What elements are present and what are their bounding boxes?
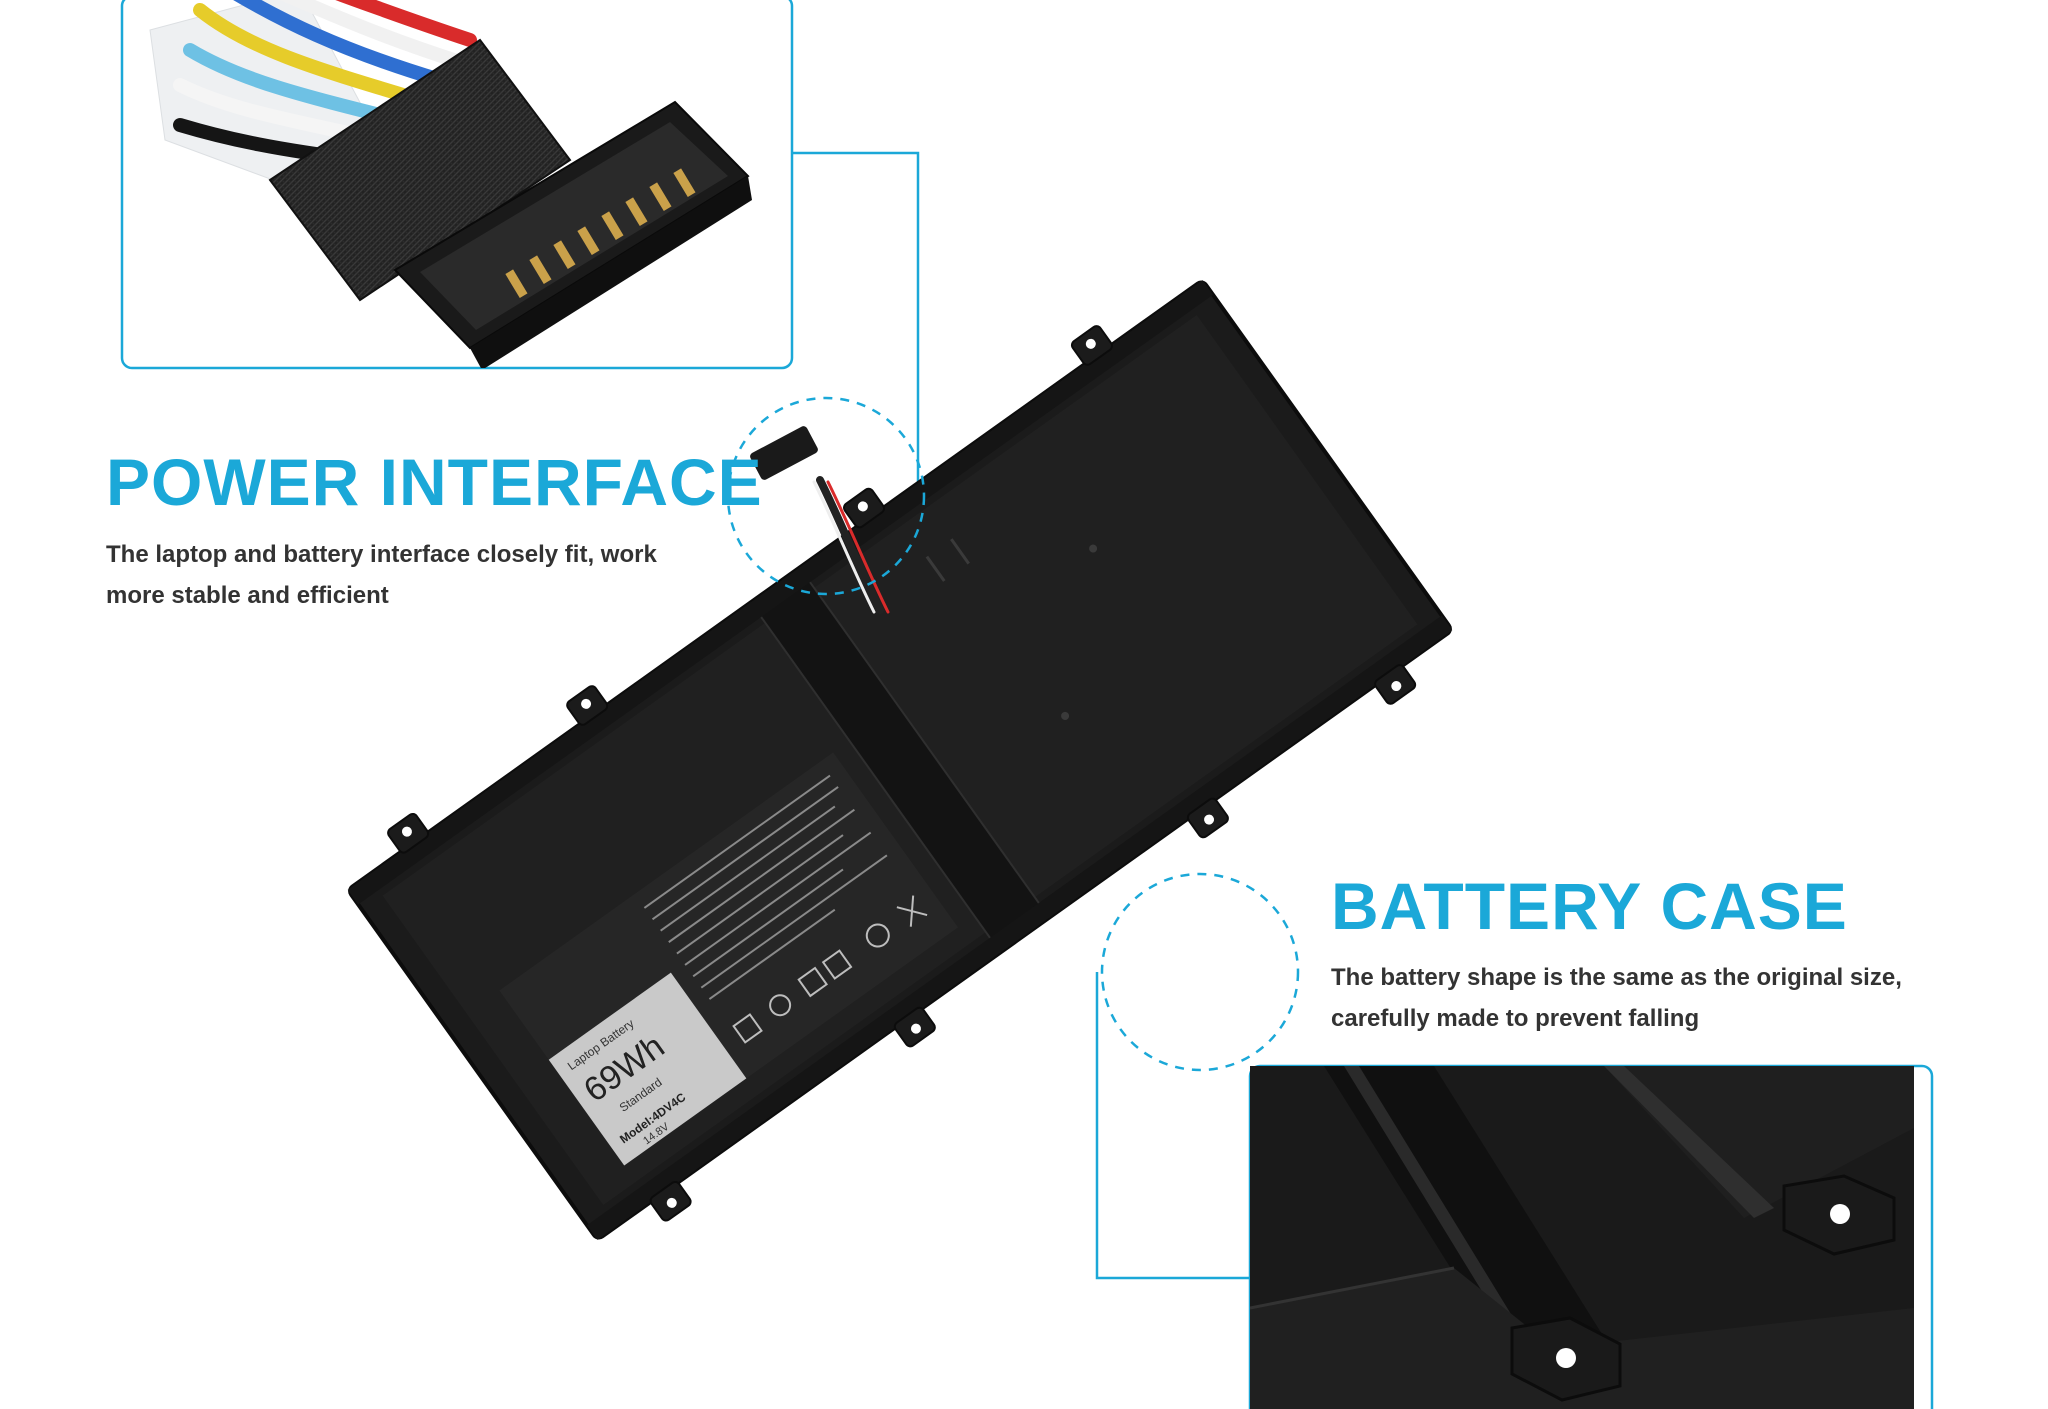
case-closeup-box (1248, 1064, 1934, 1409)
power-leader-line (792, 151, 920, 512)
connector-plug (393, 100, 752, 368)
battery-case-heading: BATTERY CASE (1331, 869, 1848, 943)
power-interface-description-line: The laptop and battery interface closely… (106, 541, 657, 568)
power-interface-heading: POWER INTERFACE (106, 445, 763, 519)
power-interface-description-line: more stable and efficient (106, 582, 389, 609)
battery-case-description-line: The battery shape is the same as the ori… (1331, 964, 1902, 991)
connector-sleeve (268, 38, 572, 302)
battery-cable-plug (750, 426, 818, 480)
case-mounting-tabs (1510, 1174, 1896, 1402)
battery-case-description: The battery shape is the same as the ori… (1331, 957, 1902, 1039)
battery-label-panel: Laptop Battery 69Wh Standard Model:4DV4C… (499, 752, 959, 1166)
battery-pack: Laptop Battery 69Wh Standard Model:4DV4C… (347, 280, 1453, 1240)
battery-case-description-line: carefully made to prevent falling (1331, 1005, 1700, 1032)
case-leader-line (1095, 972, 1250, 1280)
power-interface-description: The laptop and battery interface closely… (106, 534, 657, 616)
connector-closeup-box (120, 0, 794, 370)
case-callout-circle (1100, 872, 1300, 1072)
battery-cable (812, 476, 890, 614)
certification-marks (732, 895, 928, 1044)
power-callout-circle (726, 396, 926, 596)
connector-wires (173, 0, 477, 167)
